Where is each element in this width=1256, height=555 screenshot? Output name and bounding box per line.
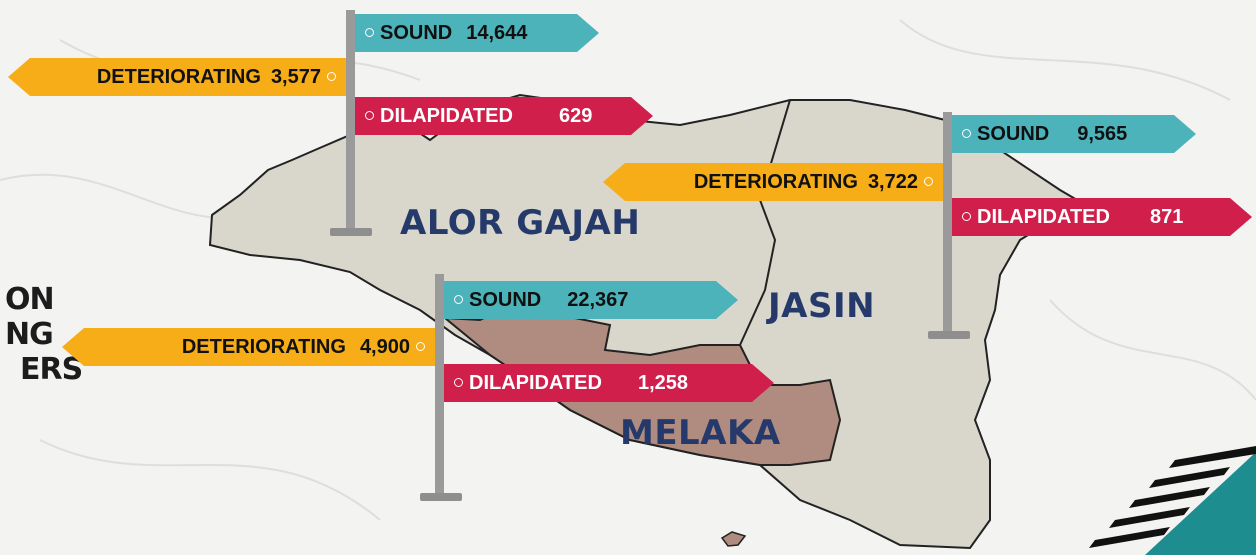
- dot-icon: [365, 111, 374, 120]
- dot-icon: [962, 212, 971, 221]
- tag-value: 3,722: [867, 171, 918, 193]
- sound-tag-jasin: SOUND 9,565: [952, 115, 1196, 153]
- tag-label: DILAPIDATED: [977, 206, 1110, 228]
- district-label-melaka: MELAKA: [620, 413, 781, 453]
- dilapidated-tag-alor-gajah: DILAPIDATED 629: [355, 97, 653, 135]
- flag-pole-base: [928, 331, 970, 339]
- sound-tag-melaka: SOUND 22,367: [444, 281, 738, 319]
- tag-label: DILAPIDATED: [469, 372, 602, 394]
- tag-value: 3,577: [270, 66, 321, 88]
- tag-label: SOUND: [380, 22, 453, 44]
- dilapidated-tag-jasin: DILAPIDATED 871: [952, 198, 1252, 236]
- dot-icon: [454, 378, 463, 387]
- tag-value: 4,900: [359, 336, 410, 358]
- district-label-jasin: JASIN: [768, 286, 876, 326]
- dilapidated-tag-melaka: DILAPIDATED 1,258: [444, 364, 774, 402]
- flag-pole-base: [420, 493, 462, 501]
- flag-pole-alor-gajah: [346, 10, 355, 232]
- island: [720, 531, 747, 547]
- tag-value: 871: [1149, 206, 1184, 228]
- title-line: ERS: [20, 352, 83, 387]
- district-label-alor-gajah: ALOR GAJAH: [400, 203, 641, 243]
- tag-value: 14,644: [466, 22, 528, 44]
- dot-icon: [962, 129, 971, 138]
- deteriorating-tag-jasin: DETERIORATING 3,722: [603, 163, 943, 201]
- tag-label: DETERIORATING: [693, 171, 858, 193]
- tag-value: 1,258: [637, 372, 689, 394]
- title-line: NG: [5, 317, 54, 352]
- tag-label: SOUND: [977, 123, 1050, 145]
- tag-label: SOUND: [469, 289, 542, 311]
- dot-icon: [454, 295, 463, 304]
- tag-value: 629: [558, 105, 593, 127]
- deteriorating-tag-melaka: DETERIORATING 4,900: [62, 328, 435, 366]
- flag-pole-base: [330, 228, 372, 236]
- page-title: ON NG ERS: [0, 282, 83, 387]
- tag-label: DILAPIDATED: [380, 105, 513, 127]
- tag-value: 9,565: [1077, 123, 1128, 145]
- tag-label: DETERIORATING: [181, 336, 346, 358]
- corner-decoration: [1089, 446, 1256, 555]
- flag-pole-melaka: [435, 274, 444, 496]
- deteriorating-tag-alor-gajah: DETERIORATING 3,577: [8, 58, 346, 96]
- title-line: ON: [5, 282, 55, 317]
- tag-value: 22,367: [567, 289, 629, 311]
- dot-icon: [327, 71, 336, 81]
- dot-icon: [365, 28, 374, 37]
- tag-label: DETERIORATING: [96, 66, 261, 88]
- district-boundary: [739, 99, 791, 346]
- dot-icon: [924, 176, 933, 186]
- flag-pole-jasin: [943, 112, 952, 334]
- dot-icon: [416, 341, 425, 351]
- sound-tag-alor-gajah: SOUND 14,644: [355, 14, 599, 52]
